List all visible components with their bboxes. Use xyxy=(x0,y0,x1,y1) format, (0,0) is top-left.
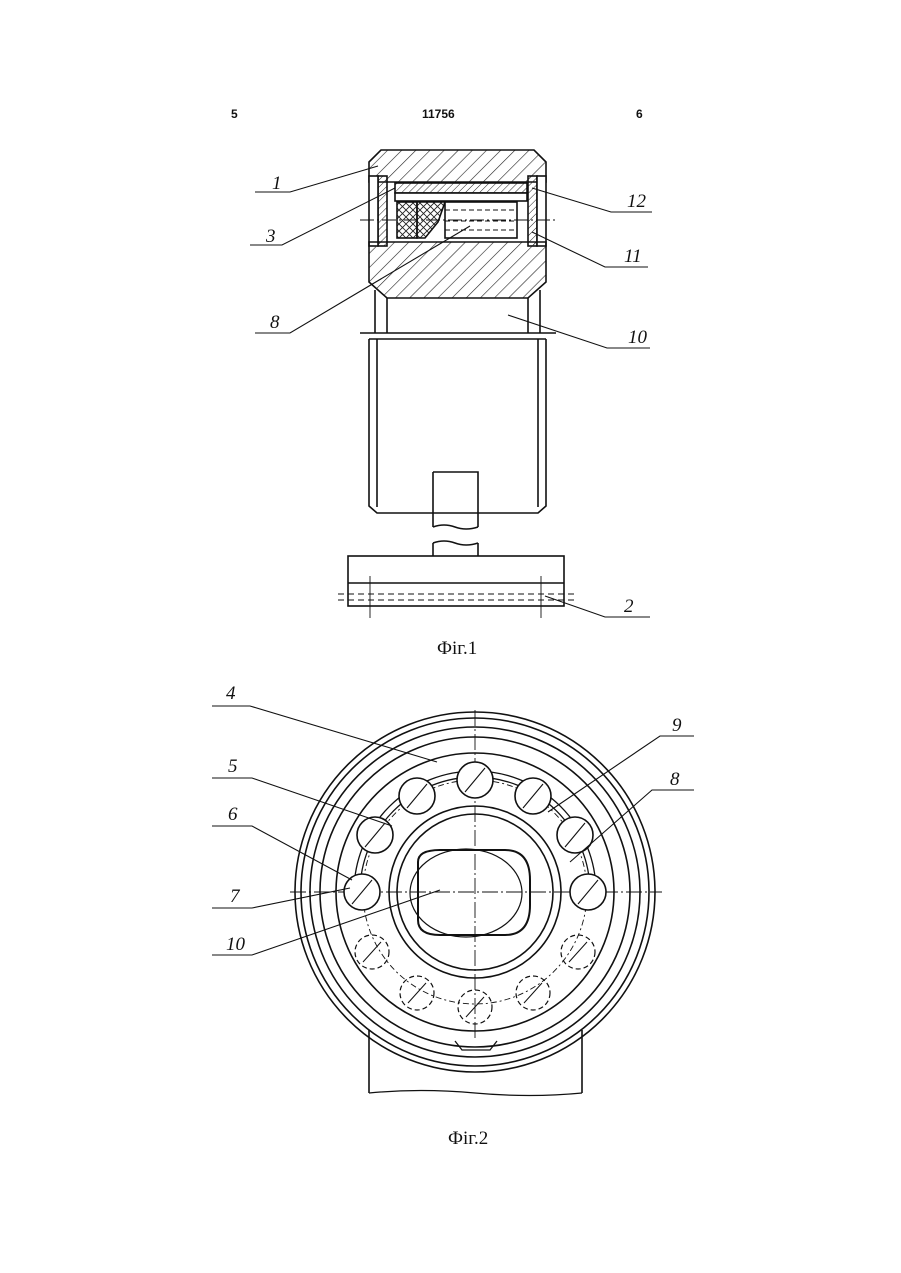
fig2-label: 5 xyxy=(228,756,238,777)
fig1-label: 11 xyxy=(624,246,642,267)
right-washer xyxy=(528,176,537,246)
fig2-label: 4 xyxy=(226,683,236,704)
cylinder-body xyxy=(369,339,546,513)
fig2-label: 6 xyxy=(228,804,238,825)
fig2-label: 8 xyxy=(670,769,680,790)
fig1-label: 10 xyxy=(628,327,648,348)
fig2-label: 9 xyxy=(672,715,682,736)
figure-1-caption: Фіг.1 xyxy=(437,638,477,660)
cage-strip xyxy=(395,193,527,201)
left-washer xyxy=(378,176,387,246)
figure-2: 4 5 6 7 10 9 8 xyxy=(212,683,694,1096)
fig1-label: 2 xyxy=(624,596,634,617)
figure-2-caption: Фіг.2 xyxy=(448,1128,488,1150)
fig2-label: 10 xyxy=(226,934,246,955)
fig2-label: 7 xyxy=(230,886,241,907)
outer-ring-strip xyxy=(395,183,527,193)
housing-top xyxy=(369,150,546,182)
oval-bore xyxy=(418,850,530,935)
shaft-upper xyxy=(433,472,478,527)
fig1-label: 3 xyxy=(265,226,276,247)
fig1-label: 8 xyxy=(270,312,280,333)
base-plate xyxy=(348,556,564,606)
fig2-leaders xyxy=(212,706,694,955)
figure-1: 1 3 8 12 11 10 2 xyxy=(250,150,652,618)
fig1-label: 12 xyxy=(627,191,647,212)
fig1-label: 1 xyxy=(272,173,282,194)
